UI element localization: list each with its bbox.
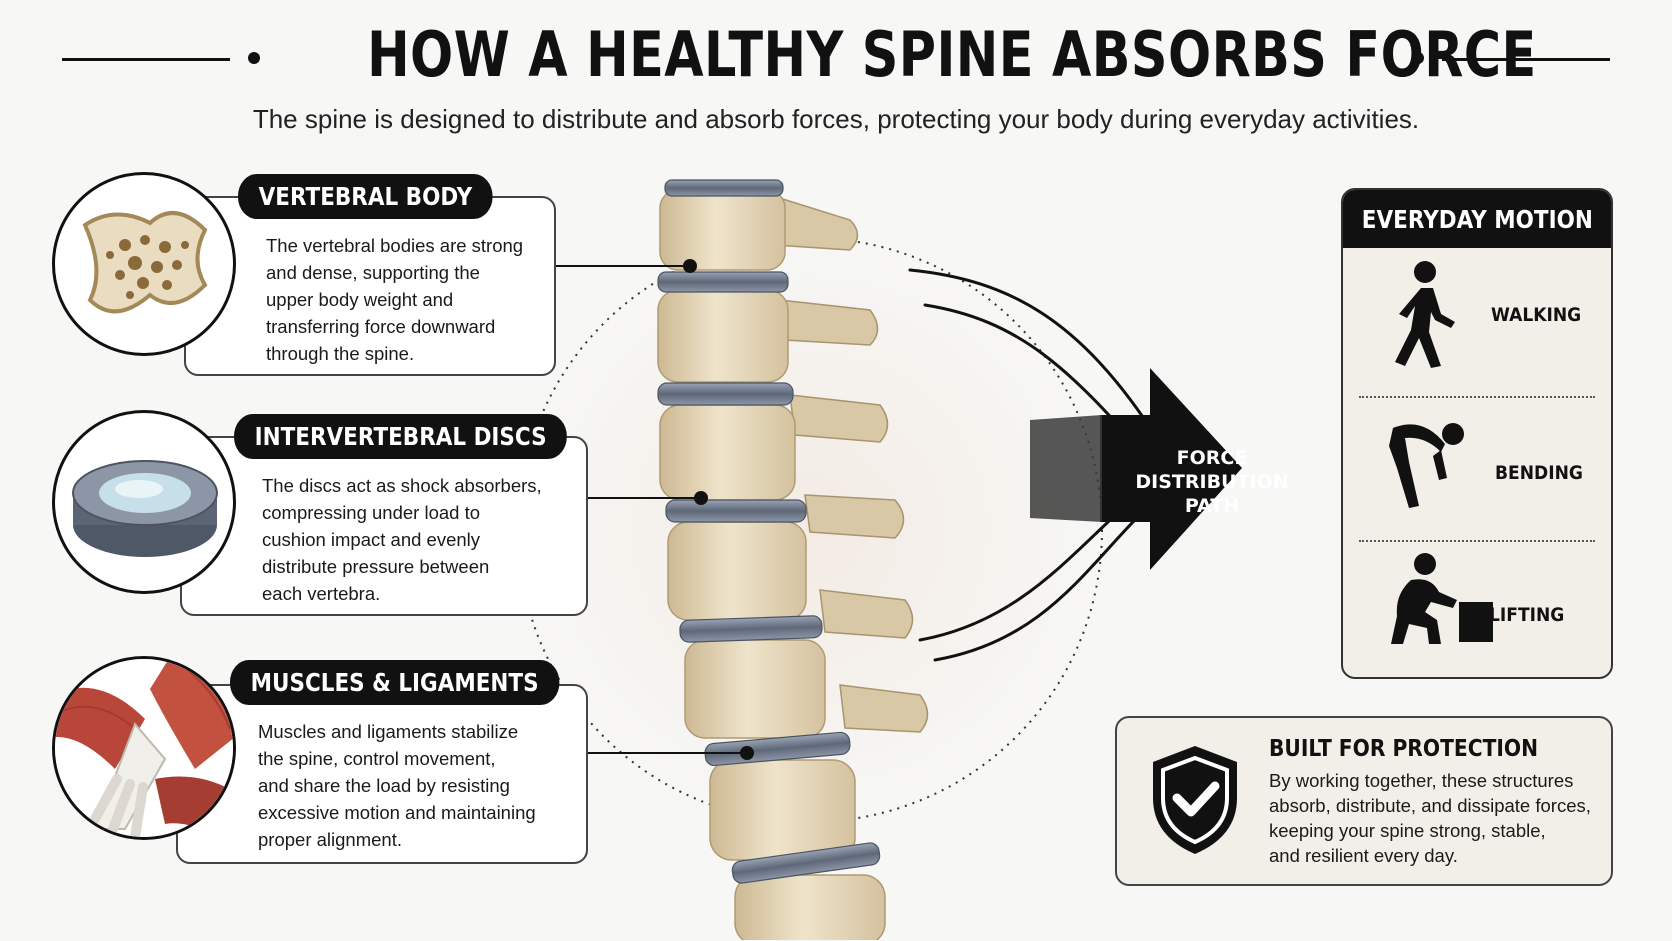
vertebra-1 [659, 189, 786, 271]
spinous-process-4 [804, 494, 905, 539]
everyday-motion-title: EVERYDAY MOTION [1343, 190, 1611, 248]
intervertebral-discs-label: INTERVERTEBRAL DISCS [234, 414, 568, 459]
force-distribution-label: FORCE DISTRIBUTION PATH [1135, 447, 1289, 517]
connector-line-muscles [584, 752, 742, 754]
intervertebral-discs-card [180, 436, 588, 616]
disc-2 [657, 271, 789, 293]
disc-1 [664, 179, 784, 197]
bone-cross-section-icon [82, 211, 208, 314]
disc-icon [72, 460, 218, 557]
spinous-process-3 [789, 394, 889, 443]
flow-line-4 [933, 498, 1157, 662]
spinous-process-2 [779, 299, 879, 346]
page-subtitle: The spine is designed to distribute and … [252, 104, 1420, 134]
vertebral-body-circle [52, 172, 236, 356]
motion-label-walking: WALKING [1491, 304, 1582, 326]
disc-3 [657, 382, 794, 406]
protection-title: BUILT FOR PROTECTION [1269, 736, 1539, 762]
connector-line-discs [584, 497, 696, 499]
title-rule-left [62, 58, 230, 61]
dotted-circle [520, 237, 1103, 823]
title-dot-right [1412, 52, 1424, 64]
title-rule-right [1442, 58, 1610, 61]
bending-person-icon [1389, 423, 1464, 508]
vertebra-3 [659, 404, 796, 501]
connector-line-vertebral [552, 265, 686, 267]
vertebral-column [657, 179, 929, 940]
page-title: HOW A HEALTHY SPINE ABSORBS FORCE [367, 18, 1537, 91]
muscles-ligaments-circle [52, 656, 236, 840]
vertebra-6 [709, 759, 856, 861]
walking-person-icon [1395, 261, 1455, 368]
connector-dot-muscles [740, 746, 754, 760]
vertebral-body-text: The vertebral bodies are strong and dens… [266, 235, 524, 364]
intervertebral-discs-circle [52, 410, 236, 594]
connector-dot-vertebral [683, 259, 697, 273]
flow-line-1 [908, 268, 1157, 437]
everyday-motion-card: EVERYDAY MOTION WALKING BENDING LIFTING [1341, 188, 1613, 679]
vertebra-5 [684, 639, 826, 739]
force-arrow-tail [1100, 415, 1150, 522]
force-arrow-fade [1030, 415, 1102, 522]
muscles-ligaments-text: Muscles and ligaments stabilize the spin… [258, 721, 536, 850]
spinous-process-5 [819, 589, 914, 639]
vertebra-7 [734, 874, 886, 940]
connector-dot-discs [694, 491, 708, 505]
spinous-process-6 [839, 684, 929, 733]
muscle-ligament-icon [55, 659, 233, 837]
spinous-process-1 [769, 193, 859, 251]
disc-7 [731, 842, 881, 884]
protection-text: By working together, these structures ab… [1269, 770, 1591, 866]
protection-card: BUILT FOR PROTECTION By working together… [1115, 716, 1613, 886]
motion-separator-1 [1359, 396, 1595, 398]
title-dot-left [248, 52, 260, 64]
motion-separator-2 [1359, 540, 1595, 542]
lifting-person-icon [1391, 553, 1493, 644]
muscles-ligaments-label: MUSCLES & LIGAMENTS [230, 660, 560, 705]
disc-4 [665, 499, 807, 523]
intervertebral-discs-text: The discs act as shock absorbers, compre… [262, 475, 542, 604]
spine-illustration [520, 179, 1103, 940]
motion-label-bending: BENDING [1495, 462, 1583, 484]
muscles-ligaments-card [176, 684, 588, 864]
motion-label-lifting: LIFTING [1489, 604, 1565, 626]
disc-5 [679, 615, 823, 643]
force-path-graphic [908, 268, 1242, 662]
vertebra-2 [657, 289, 789, 383]
vertebra-4 [667, 521, 807, 621]
vertebral-body-label: VERTEBRAL BODY [238, 174, 493, 219]
shield-check-icon [1153, 746, 1237, 854]
